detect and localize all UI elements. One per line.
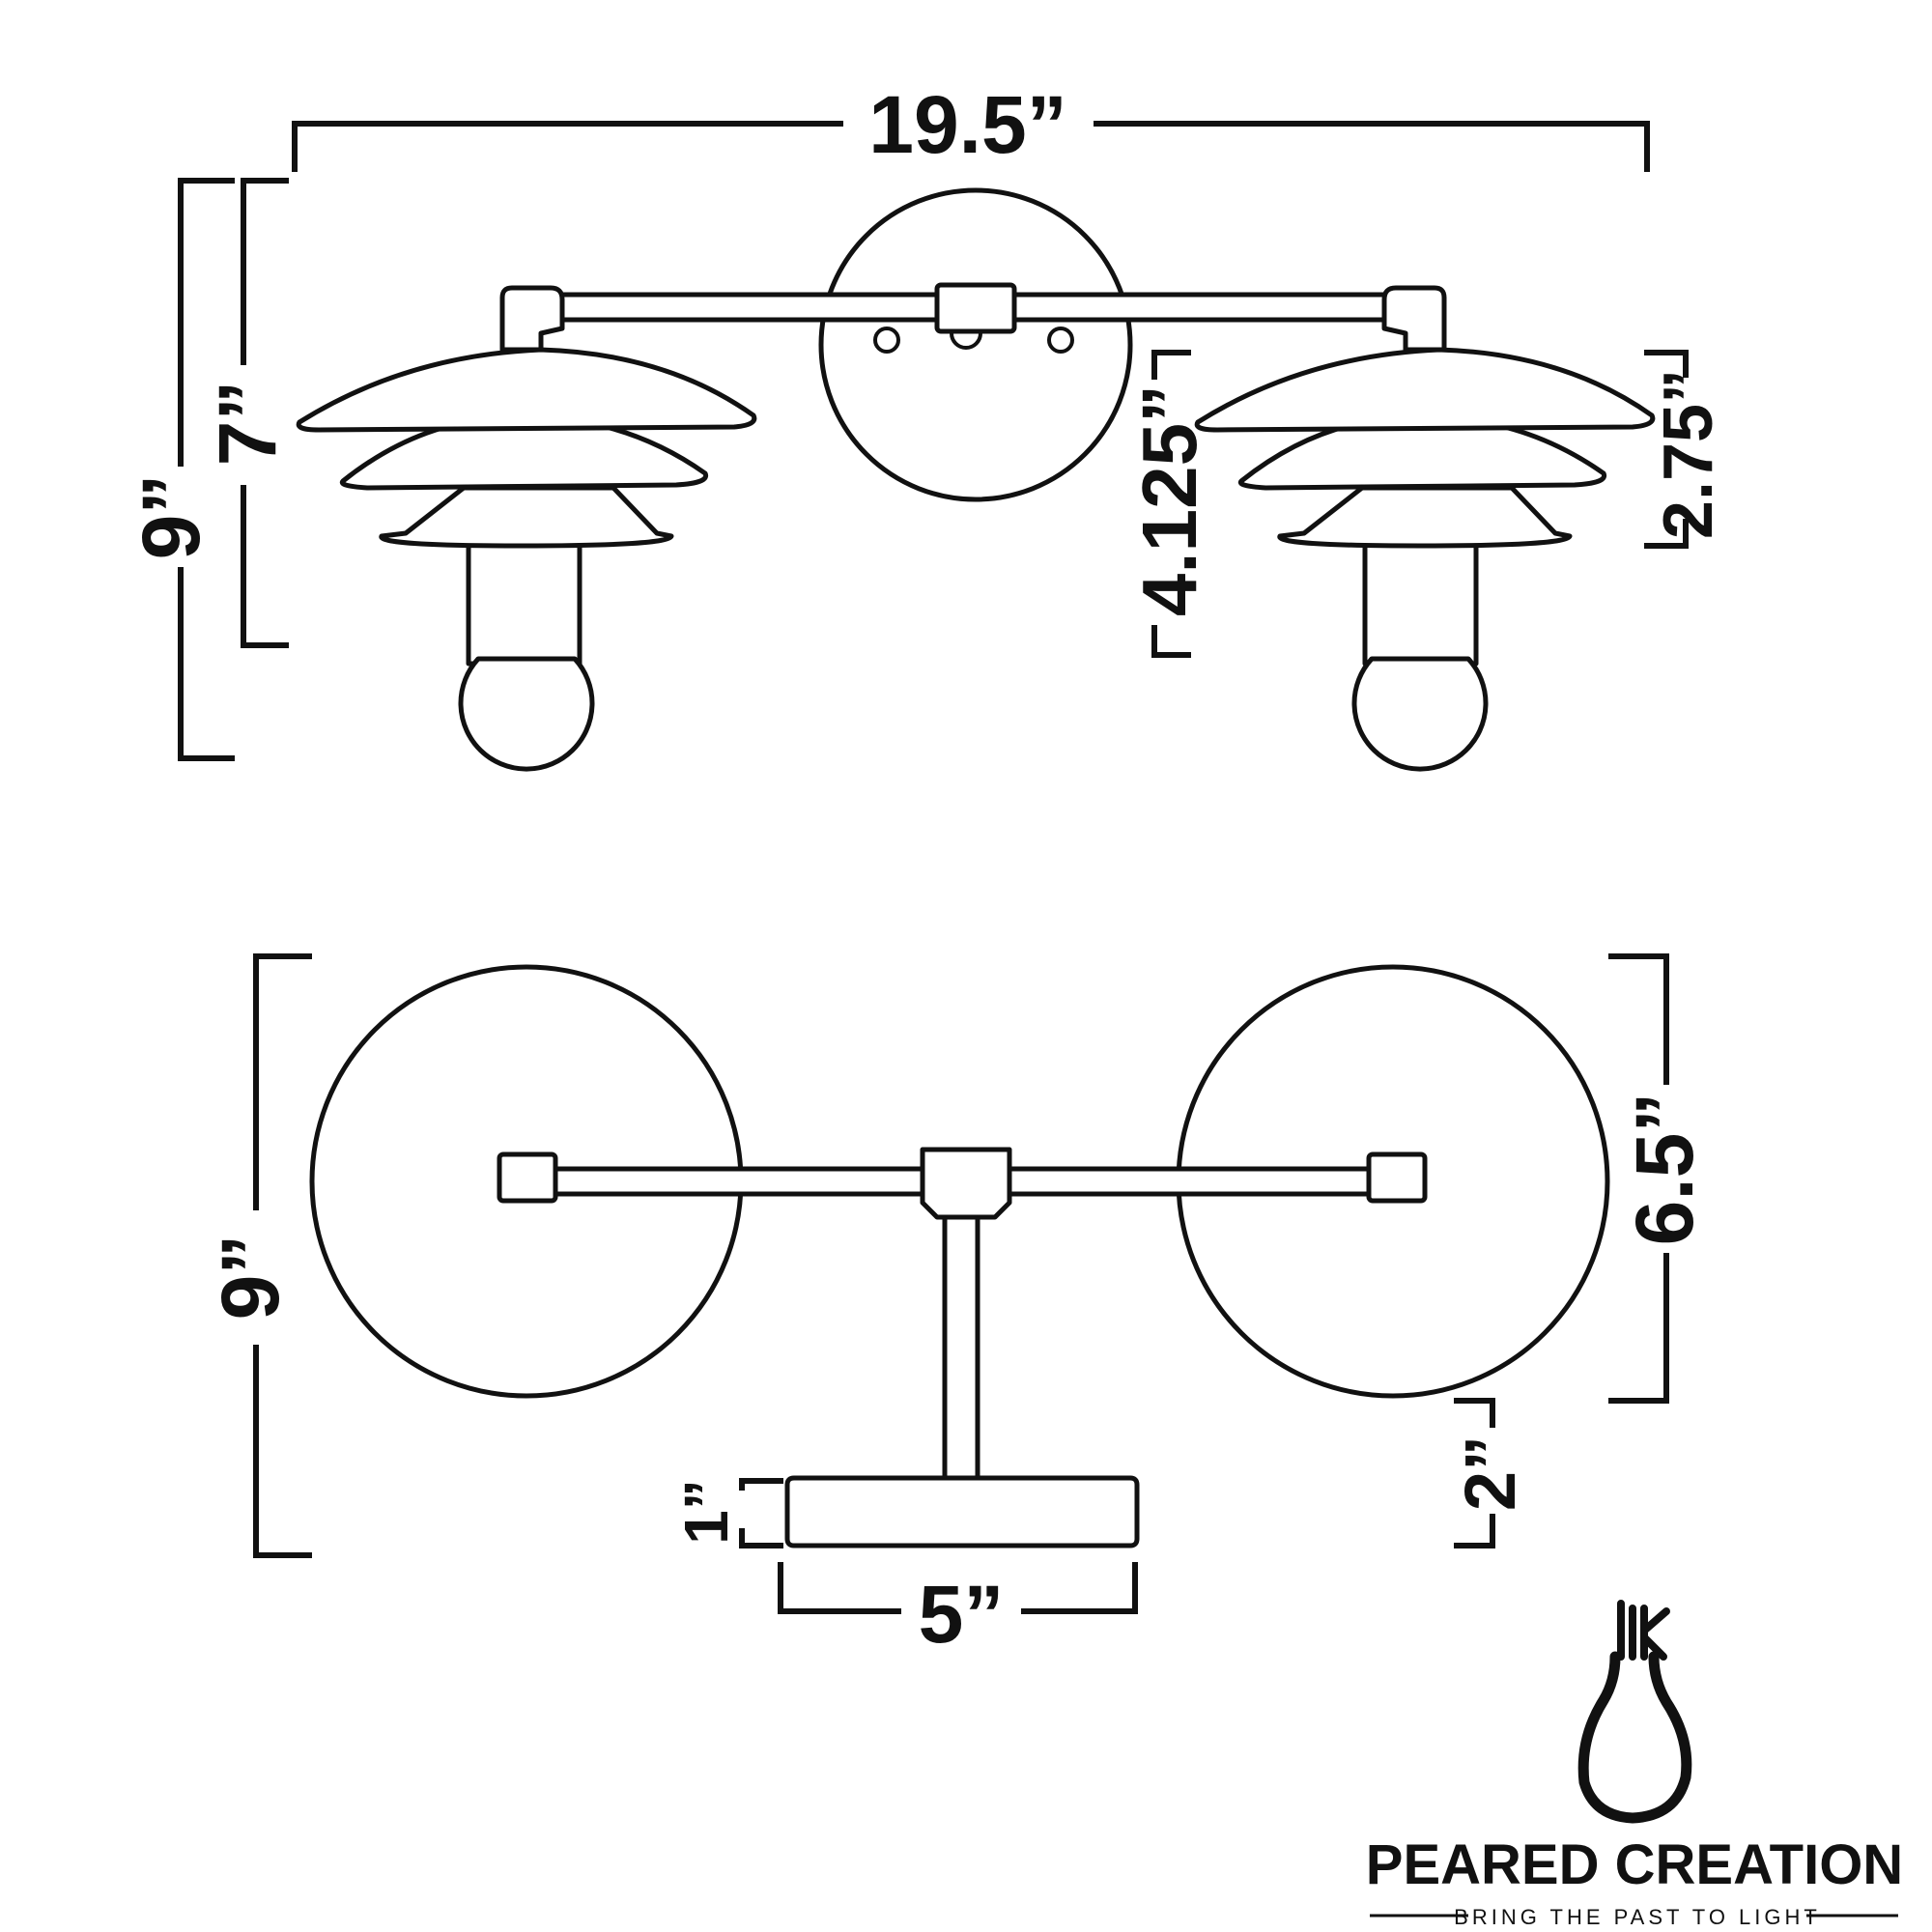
- shade-offset-label: 2”: [1450, 1435, 1530, 1511]
- brand-logo: PEARED CREATION BRING THE PAST TO LIGHT: [1366, 1600, 1903, 1929]
- shade-height-label: 2.75”: [1650, 369, 1727, 539]
- right-elbow: [1381, 285, 1447, 353]
- shade-height-dimension: 7”: [202, 178, 293, 648]
- shade-tier-dimension: 2.75”: [1644, 350, 1727, 549]
- shade-to-base-label: 7”: [202, 381, 293, 467]
- width-dimension: 19.5”: [292, 79, 1650, 172]
- right-arm-end: [1366, 1151, 1428, 1204]
- left-shade-tier-1: [296, 347, 757, 433]
- pear-bulb-icon: [1577, 1600, 1692, 1824]
- base-thickness-dimension: 1”: [671, 1478, 783, 1548]
- screw-hole-right: [1047, 327, 1074, 354]
- base-width-label: 5”: [919, 1569, 1005, 1660]
- left-shade-tier-3: [379, 485, 674, 549]
- top-view: 9” 6.5” 2” 1” 5”: [205, 953, 1710, 1660]
- left-socket: [466, 540, 582, 667]
- center-mount: [950, 332, 982, 350]
- right-lamp-front: [1194, 347, 1656, 772]
- base-plate: [784, 1475, 1140, 1548]
- right-shade-tier-1: [1194, 347, 1656, 433]
- left-elbow: [499, 285, 565, 353]
- wall-stem: [942, 1190, 980, 1488]
- left-lamp-front: [296, 347, 757, 772]
- width-label: 19.5”: [868, 79, 1067, 170]
- total-height-label: 9”: [126, 474, 216, 560]
- shade-offset-dimension: 2”: [1450, 1398, 1530, 1548]
- right-bulb: [1351, 656, 1489, 772]
- depth-label: 9”: [205, 1235, 296, 1321]
- total-height-dimension: 9”: [126, 178, 235, 761]
- screw-hole-left: [873, 327, 900, 354]
- base-width-dimension: 5”: [778, 1562, 1138, 1660]
- brand-tagline: BRING THE PAST TO LIGHT: [1454, 1905, 1821, 1929]
- right-shade-tier-3: [1277, 485, 1573, 549]
- center-joint: [934, 282, 1017, 334]
- top-center-joint: [920, 1147, 1012, 1220]
- right-socket: [1362, 540, 1479, 667]
- left-arm-end: [497, 1151, 558, 1204]
- shade-diameter-label: 6.5”: [1619, 1093, 1710, 1246]
- base-thickness-label: 1”: [671, 1479, 741, 1545]
- canopy-dimension: 4.125”: [1126, 350, 1212, 658]
- shade-diameter-dimension: 6.5”: [1608, 953, 1710, 1404]
- depth-dimension: 9”: [205, 953, 312, 1558]
- front-view: 19.5” 9” 7” 4.125” 2.75”: [126, 79, 1727, 772]
- left-bulb: [458, 656, 595, 772]
- brand-name: PEARED CREATION: [1366, 1833, 1903, 1896]
